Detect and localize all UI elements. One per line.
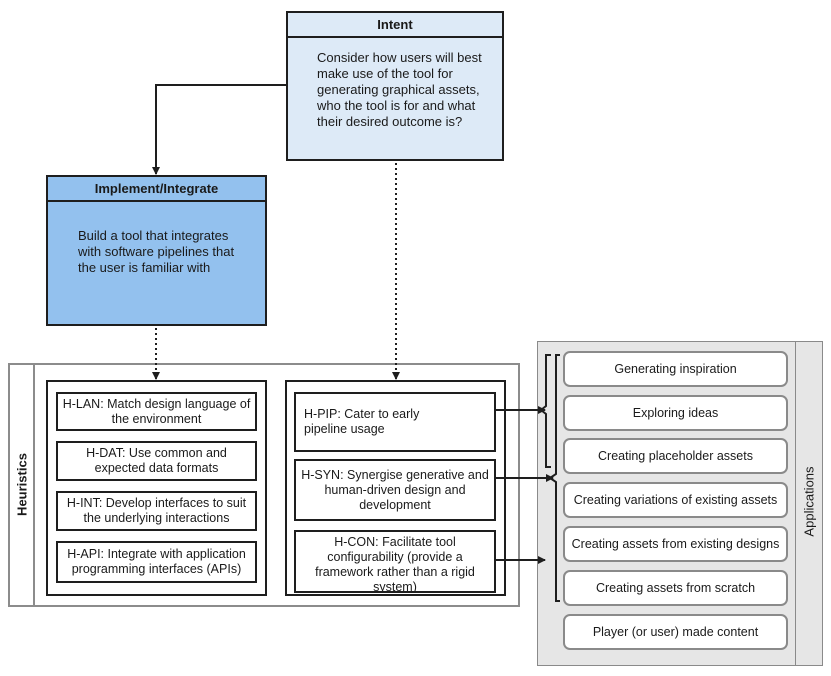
application-creating-from-designs: Creating assets from existing designs <box>563 526 788 562</box>
heuristic-h-lan: H-LAN: Match design language of the envi… <box>56 392 257 431</box>
implement-box: Implement/Integrate Build a tool that in… <box>46 175 267 326</box>
application-creating-placeholder-assets: Creating placeholder assets <box>563 438 788 474</box>
application-creating-from-scratch: Creating assets from scratch <box>563 570 788 606</box>
implement-text: Build a tool that integrates with softwa… <box>78 228 235 275</box>
heuristic-h-pip: H-PIP: Cater to early pipeline usage <box>294 392 496 452</box>
heuristic-h-dat: H-DAT: Use common and expected data form… <box>56 441 257 481</box>
heuristic-h-int: H-INT: Develop interfaces to suit the un… <box>56 491 257 531</box>
intent-box: Intent Consider how users will best make… <box>286 11 504 161</box>
intent-title: Intent <box>288 13 502 38</box>
heuristic-h-con: H-CON: Facilitate tool configurability (… <box>294 530 496 593</box>
applications-label: Applications <box>801 466 817 537</box>
implement-title: Implement/Integrate <box>48 177 265 202</box>
heuristics-label-divider <box>33 364 35 606</box>
heuristic-h-syn: H-SYN: Synergise generative and human-dr… <box>294 459 496 521</box>
application-creating-variations: Creating variations of existing assets <box>563 482 788 518</box>
application-player-made-content: Player (or user) made content <box>563 614 788 650</box>
heuristic-h-api: H-API: Integrate with application progra… <box>56 541 257 583</box>
application-generating-inspiration: Generating inspiration <box>563 351 788 387</box>
application-exploring-ideas: Exploring ideas <box>563 395 788 431</box>
applications-label-divider <box>795 342 796 665</box>
intent-text: Consider how users will best make use of… <box>317 50 482 129</box>
arrow-intent-to-implement <box>152 84 286 175</box>
heuristics-label: Heuristics <box>14 453 30 516</box>
